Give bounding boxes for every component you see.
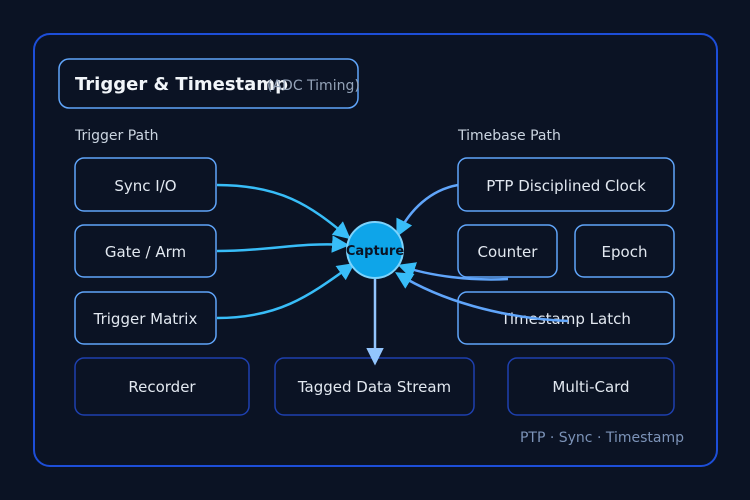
- sync-io-label: Sync I/O: [114, 177, 176, 195]
- timestamp-latch-box: [457, 291, 675, 345]
- timestamp-latch-node[interactable]: Timestamp Latch: [457, 291, 675, 345]
- counter-node[interactable]: Counter: [457, 224, 558, 278]
- trigger-matrix-node[interactable]: Trigger Matrix: [74, 291, 217, 345]
- multi-card-box: [507, 357, 675, 416]
- arrow-ptp-to-capture: [396, 183, 459, 238]
- recorder-node[interactable]: Recorder: [74, 357, 250, 416]
- trigger-path-label: Trigger Path: [74, 128, 159, 144]
- arrow-counter-to-capture: [397, 262, 509, 281]
- capture-node[interactable]: Capture: [346, 221, 404, 279]
- tagged-data-stream-label: Tagged Data Stream: [297, 378, 451, 396]
- epoch-node[interactable]: Epoch: [574, 224, 675, 278]
- ptp-clock-box: [457, 157, 675, 212]
- recorder-box: [74, 357, 250, 416]
- multi-card-node[interactable]: Multi-Card: [507, 357, 675, 416]
- arrow-gate-to-capture: [216, 235, 350, 253]
- arrow-matrix-to-capture: [216, 262, 355, 320]
- sync-io-node[interactable]: Sync I/O: [74, 157, 217, 212]
- timestamp-latch-label: Timestamp Latch: [500, 310, 631, 328]
- gate-arm-label: Gate / Arm: [105, 243, 186, 261]
- ptp-clock-node[interactable]: PTP Disciplined Clock: [457, 157, 675, 212]
- title-box: [58, 58, 359, 109]
- counter-label: Counter: [478, 243, 539, 261]
- epoch-label: Epoch: [602, 243, 648, 261]
- trigger-matrix-box: [74, 291, 217, 345]
- gate-arm-box: [74, 224, 217, 278]
- footer-caption: PTP · Sync · Timestamp: [520, 430, 684, 446]
- ptp-clock-label: PTP Disciplined Clock: [486, 177, 646, 195]
- timebase-path-label: Timebase Path: [457, 128, 561, 144]
- sync-io-box: [74, 157, 217, 212]
- arrow-latch-to-capture: [395, 272, 569, 323]
- recorder-label: Recorder: [128, 378, 196, 396]
- capture-label: Capture: [346, 244, 404, 259]
- gate-arm-node[interactable]: Gate / Arm: [74, 224, 217, 278]
- diagram-title: Trigger & Timestamp: [75, 74, 288, 95]
- diagram-subtitle: (ADC Timing): [267, 78, 360, 94]
- tagged-data-stream-node[interactable]: Tagged Data Stream: [274, 357, 475, 416]
- epoch-box: [574, 224, 675, 278]
- capture-circle: [346, 221, 404, 279]
- trigger-matrix-label: Trigger Matrix: [93, 310, 198, 328]
- multi-card-label: Multi-Card: [552, 378, 629, 396]
- counter-box: [457, 224, 558, 278]
- arrow-sync-to-capture: [216, 183, 351, 240]
